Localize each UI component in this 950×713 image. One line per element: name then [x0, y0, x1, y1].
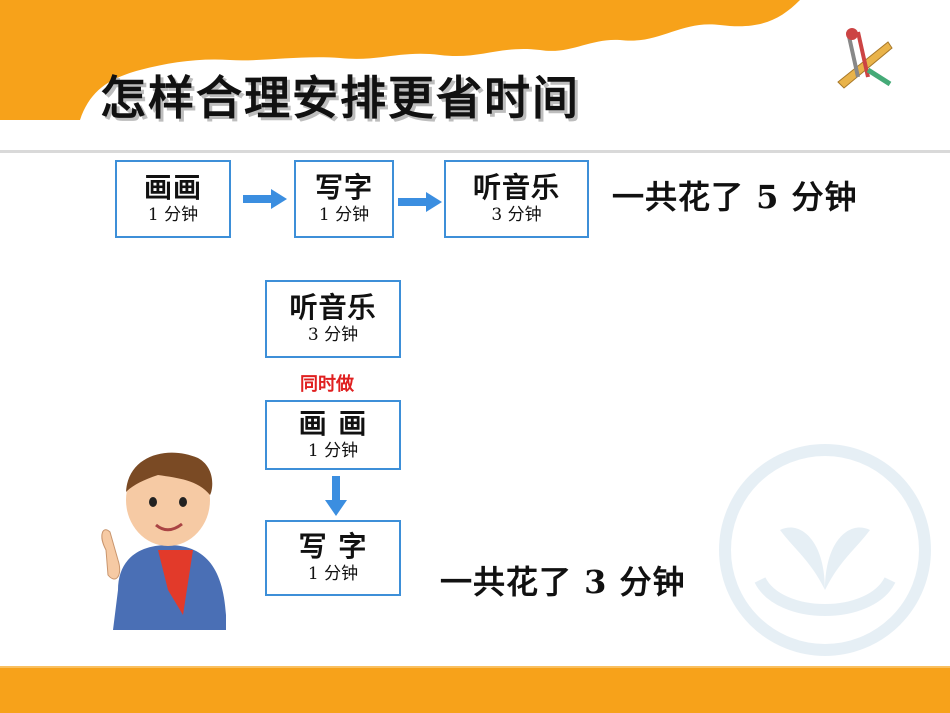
page-title: 怎样合理安排更省时间: [100, 71, 580, 125]
parallel-total: 一共花了 3 分钟: [440, 563, 686, 601]
parallel-box-write: 写 字 1 分钟: [265, 520, 401, 596]
arrow-right-icon: [398, 192, 442, 212]
footer-band: [0, 666, 950, 713]
boy-pointing-illustration: [101, 452, 226, 630]
step-box-draw: 画画 1 分钟: [115, 160, 231, 238]
step-name: 听音乐: [289, 291, 377, 324]
step-name: 写 字: [298, 530, 368, 563]
parallel-box-draw: 画 画 1 分钟: [265, 400, 401, 470]
step-time: 3 分钟: [307, 325, 359, 345]
simultaneous-label: 同时做: [300, 374, 354, 395]
parallel-box-music: 听音乐 3 分钟: [265, 280, 401, 358]
step-time: 1 分钟: [147, 205, 199, 225]
step-time: 1 分钟: [307, 441, 359, 461]
step-name: 画 画: [298, 407, 368, 440]
step-name: 听音乐: [472, 171, 560, 204]
drawing-tools-icon: [837, 28, 893, 89]
arrow-right-icon: [243, 189, 287, 209]
step-time: 1 分钟: [318, 205, 370, 225]
step-box-music: 听音乐 3 分钟: [444, 160, 589, 238]
arrow-down-icon: [325, 476, 347, 516]
watermark-logo-icon: [719, 444, 931, 656]
header-decoration: [0, 0, 950, 153]
step-time: 1 分钟: [307, 564, 359, 584]
step-name: 画画: [143, 171, 202, 204]
step-time: 3 分钟: [491, 205, 542, 225]
step-box-write: 写字 1 分钟: [294, 160, 394, 238]
sequence-total: 一共花了 5 分钟: [612, 178, 858, 216]
step-name: 写字: [314, 171, 373, 204]
